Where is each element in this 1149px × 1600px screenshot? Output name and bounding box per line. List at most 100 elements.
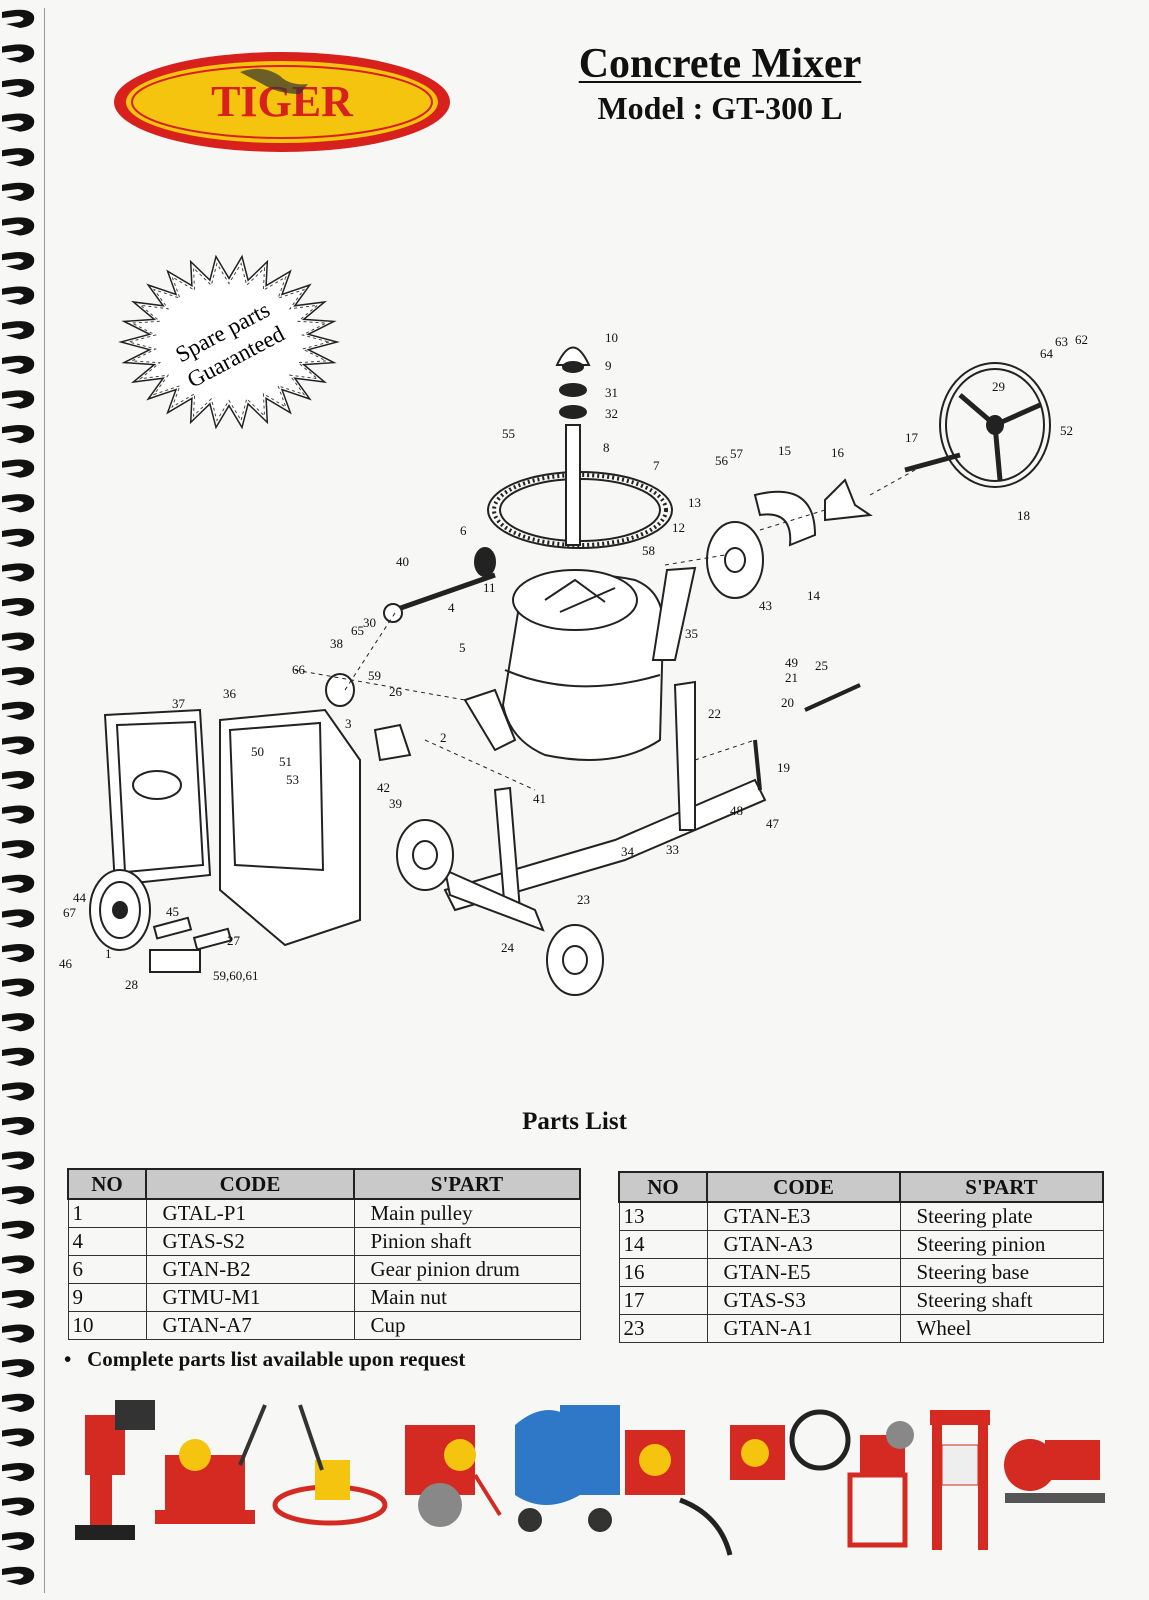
handle-25 [804,683,861,712]
col-code: CODE [706,1171,901,1203]
binding-coil [2,943,35,963]
callout-label: 52 [1060,423,1073,438]
binding-coil [2,182,35,201]
callout-label: 17 [905,430,919,445]
main-nut [562,361,584,373]
callout-label: 19 [777,760,790,775]
part-name: Steering plate [899,1201,1104,1231]
callout-label: 30 [363,615,376,630]
binding-coil [2,770,35,790]
product-rammer [75,1400,155,1540]
wheel-upper [396,819,454,891]
product-power-trowel [272,1404,388,1526]
pulley-38 [325,673,355,707]
part-no: 23 [618,1314,708,1343]
part-name: Pinion shaft [353,1227,581,1256]
callout-label: 4 [448,600,455,615]
callout-label: 51 [279,754,292,769]
part-code: GTAS-S3 [706,1286,901,1315]
callout-label: 3 [345,716,352,731]
callout-label: 27 [227,933,241,948]
part-no: 16 [618,1258,708,1287]
binding-coil [2,148,35,167]
callout-label: 25 [815,658,828,673]
callout-label: 43 [759,598,772,613]
product-cut-off-saw [1004,1439,1105,1503]
callout-label: 23 [577,892,590,907]
callout-label: 62 [1075,332,1088,347]
binding-coil [2,667,35,686]
binding-coil [2,424,35,444]
steering-rod [753,739,762,791]
binding-coil [2,44,35,63]
callout-label: 46 [59,956,73,971]
product-floor-saw [405,1425,502,1527]
callout-label: 14 [807,588,821,603]
drum-band [504,669,661,688]
part-code: GTAN-B2 [145,1255,355,1284]
callout-label: 37 [172,696,186,711]
binding-coil [2,390,35,409]
binding-coil [2,1532,35,1551]
binding-coil [2,1393,35,1412]
part-no: 6 [67,1255,147,1284]
callout-label: 44 [73,890,87,905]
col-no: NO [67,1168,147,1200]
callout-label: 9 [605,358,612,373]
callout-label: 45 [166,904,179,919]
bearing-32 [559,405,587,419]
part-no: 1 [67,1198,147,1228]
binding-coil [2,978,35,997]
part-name: Main nut [353,1283,581,1312]
callout-label: 38 [330,636,343,651]
part-code: GTMU-M1 [145,1283,355,1312]
product-bar-cutter [847,1421,914,1548]
part-name: Steering base [899,1258,1104,1287]
model-number: Model : GT-300 L [597,90,843,126]
product-concrete-mixer [515,1405,620,1532]
binding-coil [2,1082,35,1101]
callout-label: 67 [63,905,77,920]
callout-label: 34 [621,844,635,859]
steering-wheel [939,362,1051,488]
binding-coil [2,1116,35,1136]
callout-label: 48 [730,803,743,818]
callout-label: 58 [642,543,655,558]
axle-beam [443,868,545,932]
callout-label: 39 [389,796,402,811]
tiger-logo: TIGER [114,52,450,152]
pinion-shaft [394,572,496,613]
callout-label: 31 [605,385,618,400]
callout-label: 18 [1017,508,1030,523]
callout-label: 1 [105,946,112,961]
part-name: Wheel [899,1314,1104,1343]
callout-label: 24 [501,940,515,955]
part-code: GTAN-A1 [706,1314,901,1343]
binding-coil [2,9,35,28]
binding-coil [2,597,35,617]
part-code: GTAN-A3 [706,1230,901,1259]
spare-parts-badge: Spare parts Guaranteed [118,254,340,430]
callout-label: 36 [223,686,237,701]
binding-coil [2,1289,35,1309]
frame-post [673,680,696,831]
binding-coil [2,494,35,513]
part-code: GTAS-S2 [145,1227,355,1256]
product-vibrator [625,1430,733,1556]
binding-coil [2,1220,35,1239]
steering-shaft [904,452,961,473]
part-code: GTAL-P1 [145,1198,355,1228]
binding-coil [2,874,35,893]
parts-note: • Complete parts list available upon req… [64,1347,465,1372]
binding-coil [2,909,35,928]
engine-housing [219,708,361,947]
binding-coil [2,1151,35,1170]
callout-label: 32 [605,406,618,421]
callout-label: 20 [781,695,794,710]
